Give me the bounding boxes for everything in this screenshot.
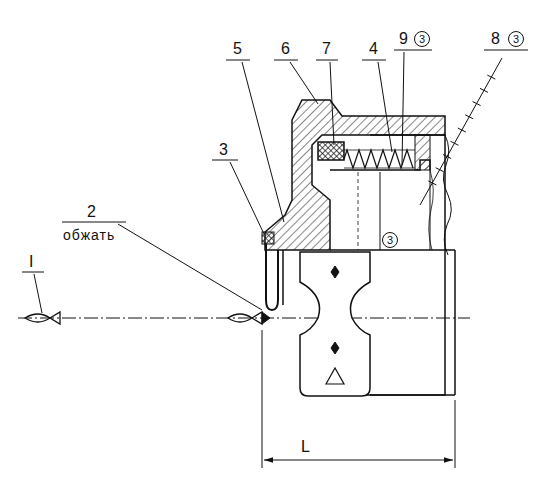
callout-number: 4 <box>368 40 379 58</box>
callout-number: 2 <box>86 203 97 221</box>
callout-number: 8 <box>490 30 501 48</box>
thread-tick <box>450 141 458 145</box>
thread-tick <box>487 75 495 79</box>
callout-number: 6 <box>280 40 291 58</box>
circled-number: 3 <box>414 31 430 47</box>
callout-number: 7 <box>321 40 332 58</box>
note-text: обжать <box>62 226 116 244</box>
dimension-label: L <box>300 438 311 456</box>
circled-number: 3 <box>382 232 398 248</box>
thread-tick <box>436 168 444 172</box>
thread-tick <box>480 88 488 92</box>
thread-tick <box>443 154 451 158</box>
callout-number: 3 <box>218 141 229 159</box>
callout-number: 9 <box>398 30 409 48</box>
circled-number: 3 <box>508 31 524 47</box>
callout-number: I <box>28 253 34 271</box>
thread-tick <box>428 181 436 185</box>
callout-number: 5 <box>232 40 243 58</box>
thread-tick <box>465 115 473 119</box>
thread-tick <box>473 102 481 106</box>
thread-tick <box>458 128 466 132</box>
